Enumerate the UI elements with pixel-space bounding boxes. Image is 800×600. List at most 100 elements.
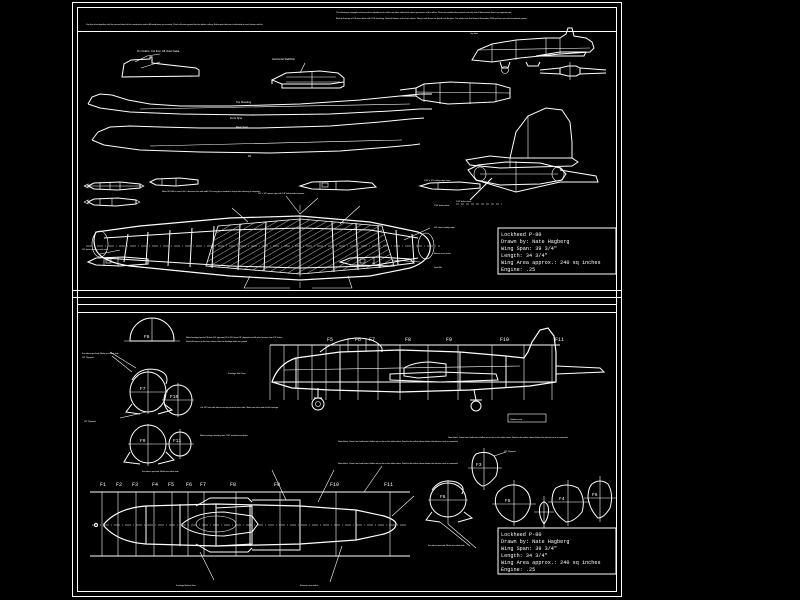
plan-station-f10: F10 [330,482,339,488]
station-label-f10: F10 [500,337,509,343]
rib-note-a: Make W1-W6 to match rib 1, decrease the … [162,190,261,193]
tail-detail-note: 1/16" balsa sheet [456,200,472,203]
fuselage-side-view-label: Fuselage Side View [228,373,246,375]
plan-station-f8: F8 [230,482,236,488]
station-label-f11: F11 [555,337,564,343]
trailing-edge-note: 1/16" balsa sheet [434,204,450,207]
wing-sheeting-bottom[interactable]: Rear Spar R1 [92,118,424,158]
title-block-lower-line-4: Wing Area approx.: 240 sq inches [501,560,601,566]
title-block-line-0: Lockheed P-80 [501,232,541,238]
rib-section-w6 [300,181,376,190]
former-label-f10: F10 [170,394,179,400]
header-notes: Use this sheet together with the second … [86,11,528,26]
fin-outline-view[interactable]: Fin Outline. Cut from 1/8 sheet balsa. [122,49,199,77]
three-view-side-elevation[interactable]: Top View [470,28,594,74]
rib-label-r1: R1 [248,154,252,158]
former-f3-right: F3 1/8" Plywood [468,448,516,490]
former-f8-top[interactable]: F8 [124,318,180,341]
header-note-a: This drawing is copyright and may not be… [336,11,512,14]
fuselage-plan-view[interactable]: Fuselage Bottom View Exhaust cone outlin… [92,462,459,587]
station-label-f9: F9 [446,337,452,343]
title-block-lower-line-1: Drawn by: Nate Hagberg [501,539,570,545]
vertical-fin-large[interactable] [466,108,578,168]
rib-section-w2: Make W1-W6 to match rib 1, decrease the … [150,178,261,193]
former-label-f8: F8 [144,334,150,340]
header-note-c: Built up fuselage of 1/8 sheet balsa wit… [336,17,527,20]
fin-outline-note: Fin Outline. Cut from 1/8 sheet balsa. [137,49,180,53]
station-label-f8: F8 [405,337,411,343]
plan-station-f4: F4 [152,482,158,488]
sheeting-note: Make fuselage sheeting from 1/16" medium… [200,434,249,437]
title-block-lower-line-3: Length: 34 3/4" [501,553,548,559]
former-cluster-left[interactable]: F7 F10 F9 F11 For [82,351,194,473]
le-note: Aileron servo hatch [434,252,452,255]
plywood-note: 1/8" Plywood [84,421,96,423]
station-label-f6: F6 [355,337,361,343]
former-material-note-a: Make fuselage former F8 from 1/4" plywoo… [186,336,283,339]
former-small-center [534,496,554,528]
former-material-note-b: Sand all formers to the lines shown afte… [186,340,248,343]
title-block-lower-line-5: Engine: .25 [501,567,535,573]
lower-panel[interactable]: F8 F7 F10 F9 [82,318,616,587]
rib-note-b: 1/16" x 1/4" trailing edge stock [424,179,451,182]
former-f4-right: F4 [548,480,590,526]
title-block-line-2: Wing Span: 39 3/4" [501,246,557,252]
title-block-lower-line-2: Wing Span: 39 3/4" [501,546,557,552]
former-label-f11: F11 [173,438,182,444]
stabilizer-plan-view[interactable]: 1/16" balsa sheet [456,161,598,205]
former-f10: F10 [162,383,194,417]
pushrod-exit-note: For aileron pushrod. Make one either sid… [142,470,179,473]
former-cluster-note: For aileron pushrod. Make one either sid… [428,544,465,547]
former-label-f5-right: F5 [505,498,511,504]
plan-station-f2: F2 [116,482,122,488]
top-sheeting-label: Top Sheeting [236,100,252,104]
plan-station-f5: F5 [168,482,174,488]
title-block-lower-line-0: Lockheed P-80 [501,532,541,538]
title-block-lower[interactable]: Lockheed P-80 Drawn by: Nate Hagberg Win… [498,528,616,574]
former-label-f4-right: F4 [559,496,565,502]
rear-spar-label: Rear Spar [236,125,248,129]
plan-station-f11: F11 [384,482,393,488]
three-view-note: Top View [470,33,479,35]
fuselage-plan-label: Fuselage Bottom View [176,584,196,587]
former-label-f8-right: F8 [440,494,446,500]
rib-section-w1 [83,182,145,190]
front-spar-label: Front Spar [230,116,242,120]
title-block-line-4: Wing Area approx.: 240 sq inches [501,260,601,266]
plan-station-f7: F7 [200,482,206,488]
nose-block-detail-note: Nose block. Carve from hard balsa. Hollo… [338,462,459,465]
title-block-upper[interactable]: Lockheed P-80 Drawn by: Nate Hagberg Win… [498,228,616,274]
former-f5-right: F5 [492,480,536,526]
three-view-front[interactable] [540,62,606,80]
horizontal-stabilizer-view[interactable]: Horizontal Stabilizer [272,57,344,88]
former-label-f6-right: F6 [592,492,598,498]
wing-planform-view[interactable]: 1/8" x 1/4" spruce spar with 1/8" balsa … [82,192,456,289]
noseblock-note: Nose block. Carve from hard balsa. Hollo… [338,440,459,443]
wing-ribs [124,219,414,274]
three-view-wing-plan[interactable] [400,82,510,104]
rib-section-w3 [83,198,141,206]
title-block-line-3: Length: 34 3/4" [501,253,548,259]
upper-panel[interactable]: Fin Outline. Cut from 1/8 sheet balsa. H… [82,28,616,289]
former-label-f3: F3 [476,462,482,468]
aileron-note: Root Rib [434,266,443,269]
title-block-line-5: Engine: .25 [501,267,535,273]
plan-station-f6: F6 [186,482,192,488]
aileron-pushrod-note-a: For aileron pushrod. Make one either sid… [82,352,119,355]
spar-note: 1/8" x 1/4" spruce spar with 1/8" balsa … [258,192,305,195]
station-label-f5: F5 [327,337,333,343]
tailplane-seat-note: Tailplane seat [510,418,522,421]
fuselage-side-view[interactable]: Fuselage Side View Cut 1/8" hole with tu… [200,327,604,443]
aileron-pushrod-note-b: 1/8" Plywood [82,357,94,359]
general-note-lower: Nose block. Carve from hard balsa. Hollo… [448,436,569,439]
former-f6-right: F6 [584,476,616,522]
former-cluster-right[interactable]: F3 1/8" Plywood F8 F5 [426,448,616,549]
plywood-note-right: 1/8" Plywood [504,451,516,453]
pushrod-tube-note: Cut 1/8" hole with tube to accept pushro… [200,406,279,409]
exhaust-cone-note: Exhaust cone outline [300,584,319,587]
former-label-f9: F9 [140,438,146,444]
plan-station-f9: F9 [274,482,280,488]
